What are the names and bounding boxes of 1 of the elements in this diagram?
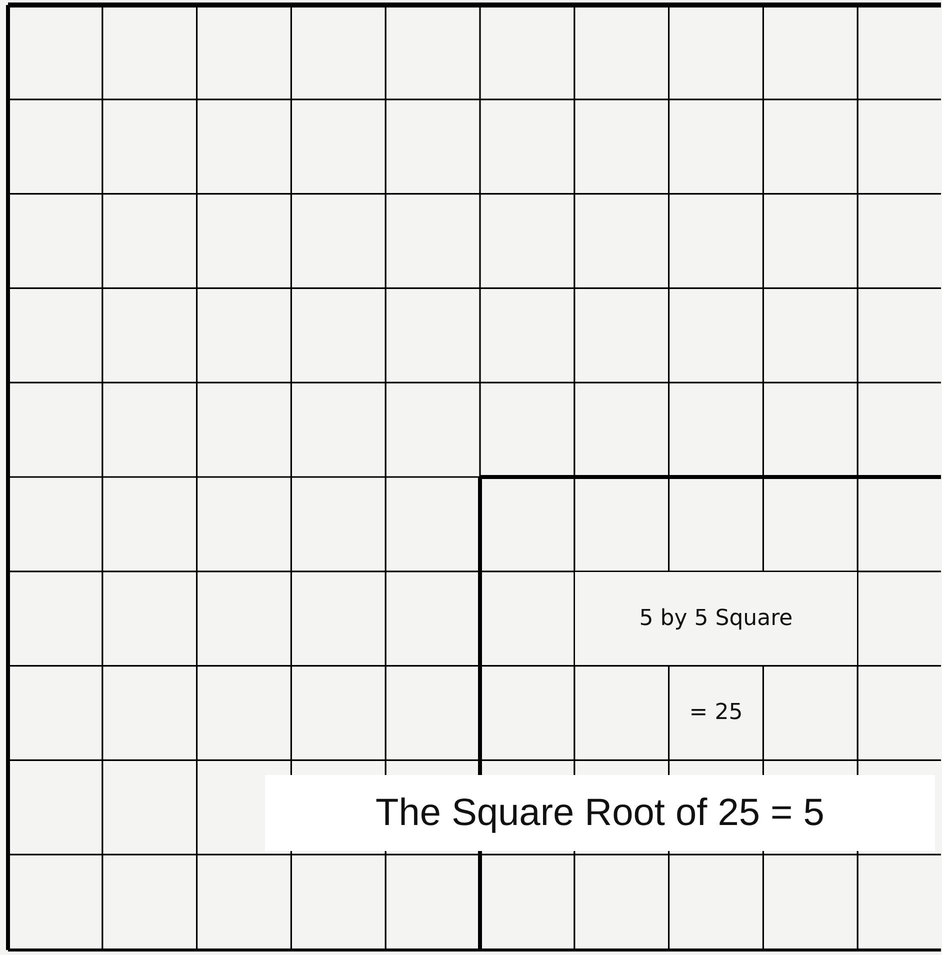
caption-text: The Square Root of 25 = 5 [265,775,935,851]
